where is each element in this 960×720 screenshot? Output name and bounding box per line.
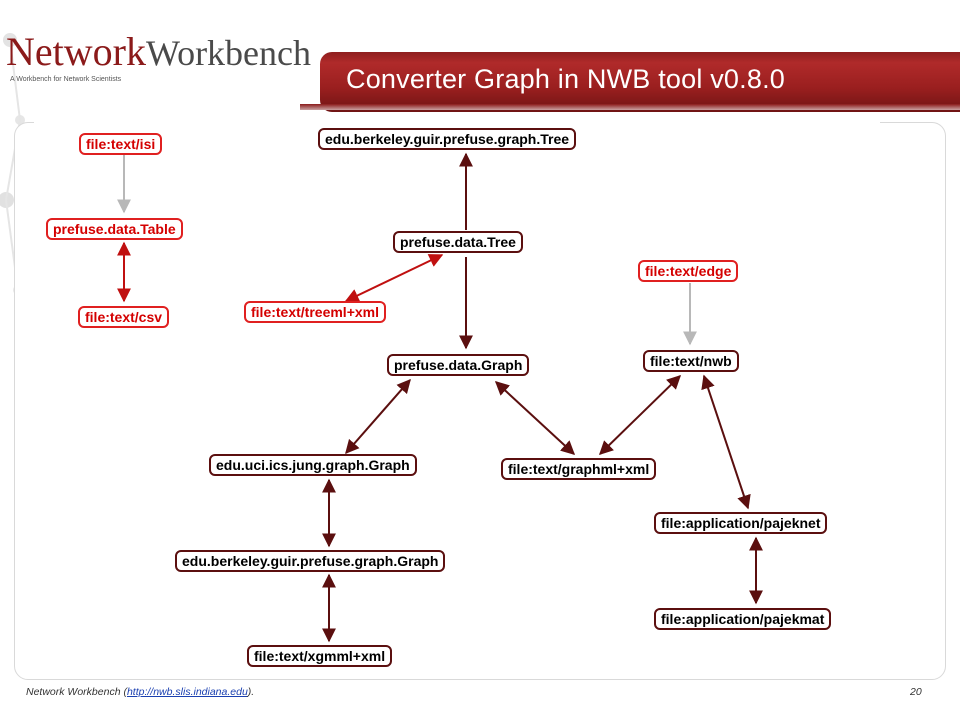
logo-word-workbench: Workbench — [145, 33, 312, 73]
node-prefuse-data-tree: prefuse.data.Tree — [393, 231, 523, 253]
edge-datagraph-jung — [345, 378, 411, 455]
title-band-shadow — [300, 104, 960, 110]
logo-word-network: Network — [6, 29, 146, 74]
node-prefuse-data-graph: prefuse.data.Graph — [387, 354, 530, 376]
node-jung-graph: edu.uci.ics.jung.graph.Graph — [209, 454, 417, 476]
node-file-text-isi: file:text/isi — [79, 133, 163, 155]
network-workbench-logo: NetworkWorkbench A Workbench for Network… — [6, 28, 326, 98]
slide-header: NetworkWorkbench A Workbench for Network… — [0, 0, 960, 295]
footer-link[interactable]: http://nwb.slis.indiana.edu — [126, 686, 248, 698]
node-file-text-graphml-xml: file:text/graphml+xml — [501, 458, 657, 480]
diagram-edges — [117, 152, 763, 643]
logo-wordmark: NetworkWorkbench — [6, 28, 311, 75]
node-file-text-nwb: file:text/nwb — [643, 350, 739, 372]
node-file-application-pajeknet: file:application/pajeknet — [654, 512, 828, 534]
logo-tagline: A Workbench for Network Scientists — [10, 76, 122, 83]
slide-footer: Network Workbench (http://nwb.slis.india… — [26, 686, 254, 698]
node-file-application-pajekmat: file:application/pajekmat — [654, 608, 832, 630]
converter-graph-diagram: file:text/isi prefuse.data.Table file:te… — [34, 118, 880, 678]
edge-datagraph-graphml — [494, 381, 576, 455]
title-band — [320, 52, 960, 112]
page-number: 20 — [910, 686, 922, 698]
node-file-text-edge: file:text/edge — [638, 260, 739, 282]
edge-nwb-pajeknet — [701, 374, 751, 510]
node-file-text-csv: file:text/csv — [78, 306, 170, 328]
footer-prefix: Network Workbench ( — [26, 686, 127, 698]
node-guir-prefuse-graph-graph: edu.berkeley.guir.prefuse.graph.Graph — [175, 550, 446, 572]
node-guir-prefuse-graph-tree: edu.berkeley.guir.prefuse.graph.Tree — [318, 128, 577, 150]
node-file-text-xgmml-xml: file:text/xgmml+xml — [247, 645, 393, 667]
edge-treeml-datatree — [344, 254, 444, 302]
footer-suffix: ). — [247, 686, 255, 698]
edge-graphml-nwb — [598, 375, 682, 455]
slide-title: Converter Graph in NWB tool v0.8.0 — [346, 64, 785, 94]
node-file-text-treeml-xml: file:text/treeml+xml — [244, 301, 386, 323]
node-prefuse-data-table: prefuse.data.Table — [46, 218, 183, 240]
